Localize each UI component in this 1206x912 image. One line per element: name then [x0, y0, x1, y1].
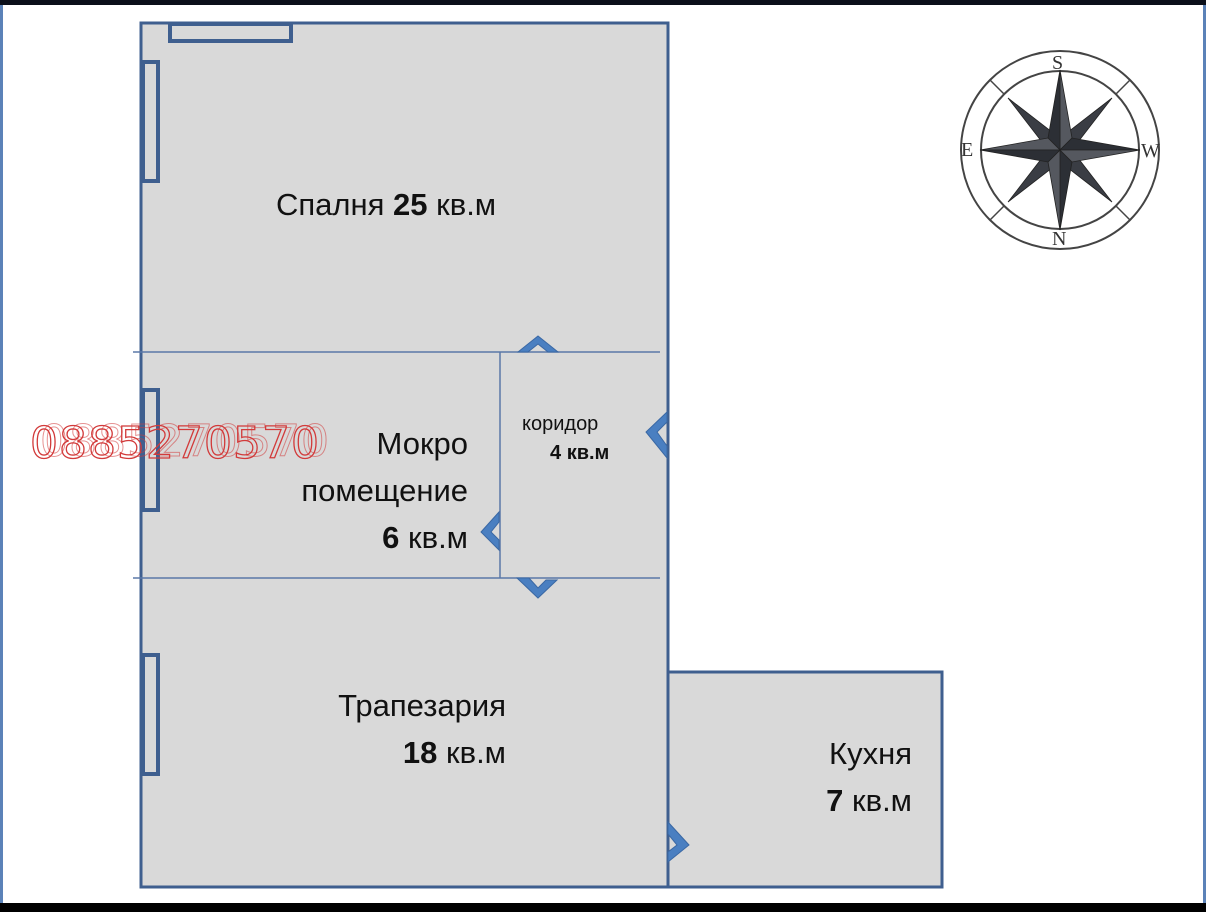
room-label-dining-room: Трапезария 18 кв.м: [296, 682, 506, 776]
room-area-value: 7: [826, 783, 844, 818]
top-border: [0, 0, 1206, 5]
room-label-wet-room: Мокро помещение 6 кв.м: [276, 420, 468, 561]
phone-watermark: 0885270570: [29, 417, 320, 469]
room-name: Кухня: [829, 736, 912, 771]
room-name-line1: Мокро: [376, 426, 468, 461]
compass-rose-icon: [960, 50, 1160, 250]
room-name: Спалня: [276, 187, 385, 222]
room-name-line2: помещение: [301, 473, 468, 508]
window-wet-room: [141, 388, 160, 512]
room-area-value: 6: [382, 520, 400, 555]
compass-label-right: W: [1141, 140, 1160, 162]
room-area-unit: кв.м: [852, 783, 912, 818]
compass-label-top: S: [1052, 52, 1064, 74]
compass-label-bottom: N: [1052, 228, 1067, 250]
window-dining: [141, 653, 160, 776]
bottom-border: [0, 903, 1206, 912]
door-chevron-left-wetroom-icon: [480, 510, 500, 552]
door-chevron-left-corridor-icon: [645, 410, 668, 460]
room-area-value: 4: [550, 442, 562, 464]
room-label-kitchen: Кухня 7 кв.м: [790, 730, 912, 824]
door-chevron-up-icon: [516, 335, 560, 353]
room-area-value: 25: [393, 187, 428, 222]
room-name: Трапезария: [338, 688, 506, 723]
room-area-value: 18: [402, 735, 438, 770]
door-chevron-right-kitchen-icon: [667, 820, 690, 864]
room-area-unit: кв.м: [408, 520, 468, 555]
phone-watermark-shadow: 0885270570: [40, 416, 330, 468]
room-label-bedroom: Спалня 25 кв.м: [276, 187, 496, 223]
room-area-unit: кв.м: [436, 187, 497, 222]
room-label-corridor: коридор 4 кв.м: [522, 410, 609, 468]
window-bedroom: [141, 60, 160, 183]
room-area-unit: кв.м: [446, 735, 506, 770]
compass-label-left: E: [961, 139, 974, 161]
room-name: коридор: [522, 413, 599, 435]
main-floor: [139, 21, 670, 889]
room-area-unit: кв.м: [566, 442, 610, 464]
kitchen-floor: [666, 670, 944, 889]
door-chevron-down-icon: [515, 577, 559, 599]
window-top: [168, 22, 293, 43]
